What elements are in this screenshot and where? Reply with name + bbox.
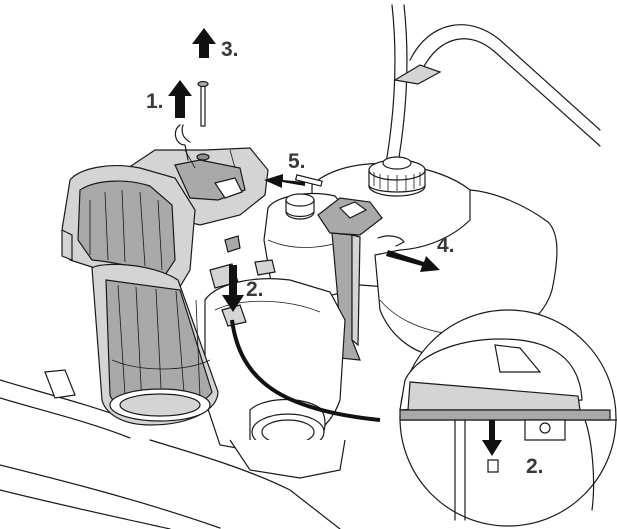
air-intake-chute: [61, 165, 219, 426]
handlebar-frame: [381, 4, 601, 186]
step-4-label: 4.: [437, 234, 455, 257]
r-clip: [377, 235, 405, 247]
step-3-label: 3.: [221, 38, 239, 61]
wing-knob: [393, 64, 442, 85]
chute-base: [0, 369, 341, 529]
step-2-inset-label: 2.: [526, 455, 544, 478]
step-5-label: 5.: [288, 150, 306, 173]
pin: [197, 80, 209, 127]
arrow-down-right-icon: [386, 250, 440, 272]
inset-leader: [230, 319, 381, 422]
arrow-up-icon: [168, 80, 192, 118]
detail-inset: [399, 309, 617, 527]
hair-pin-clip: [174, 124, 191, 161]
fuel-cap: [368, 156, 426, 197]
arrow-left-icon: [264, 174, 305, 188]
step-2-label: 2.: [246, 278, 264, 301]
arrow-down-icon: [482, 420, 502, 456]
arrow-down-icon: [222, 265, 244, 312]
side-pin: [294, 174, 323, 187]
step-1-label: 1.: [146, 90, 164, 113]
arrow-up-icon: [192, 28, 216, 58]
